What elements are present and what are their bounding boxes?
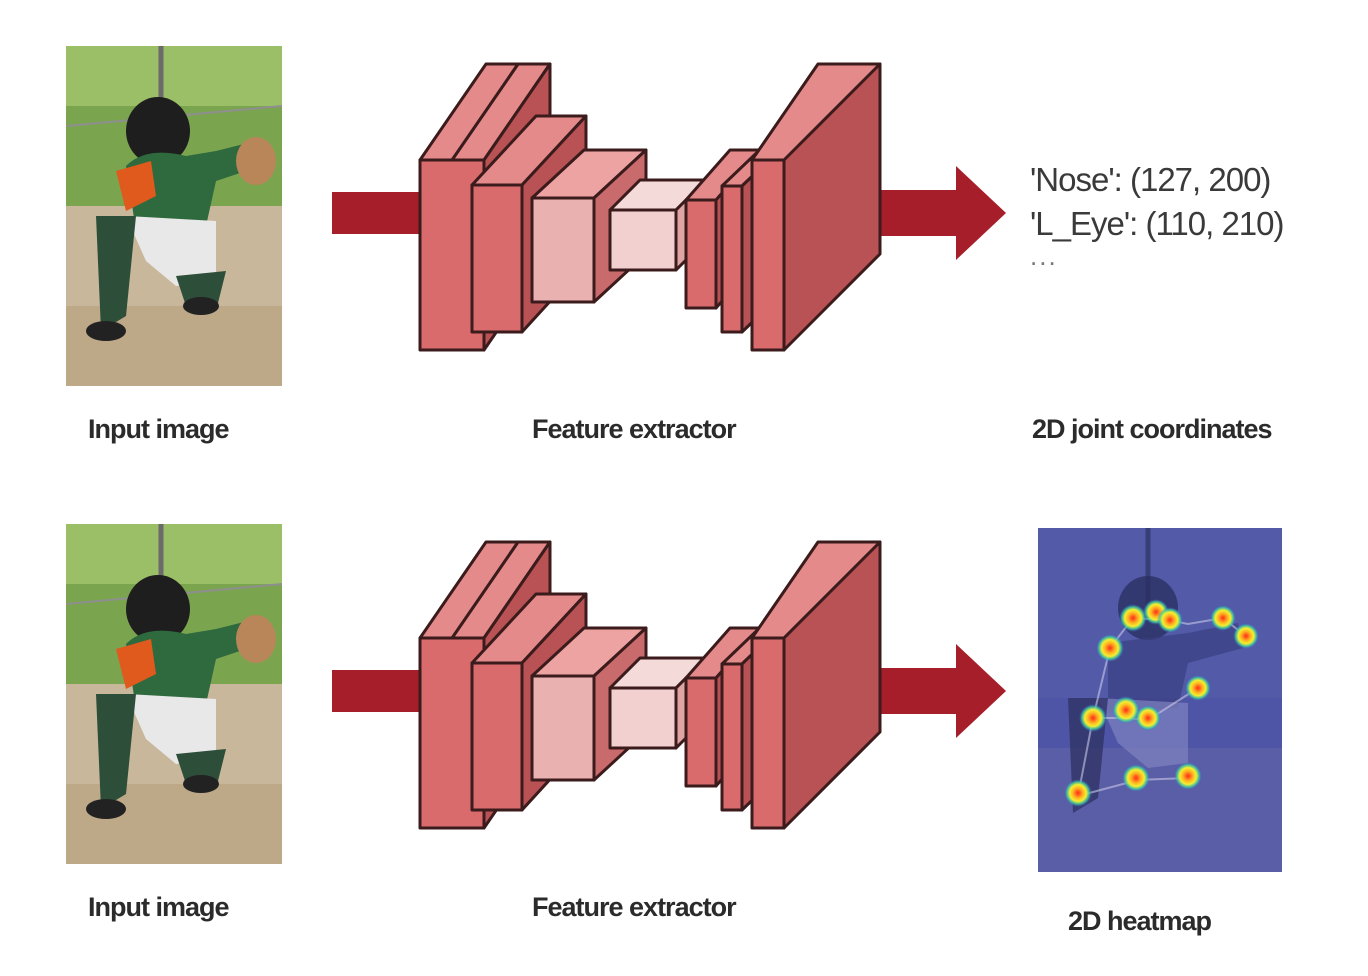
feature-extractor-diagram: [330, 518, 1030, 858]
input-image-label: Input image: [88, 414, 230, 444]
top-pipeline: Input image: [66, 40, 1284, 444]
input-image-label: Input image: [88, 892, 230, 922]
heatmap-image: [1038, 528, 1282, 872]
coord-ellipsis: ...: [1030, 241, 1058, 271]
decoder-block-3: [750, 62, 882, 352]
output-arrow: [878, 644, 1006, 738]
input-arrow: [332, 670, 432, 712]
decoder-block-3: [750, 540, 882, 830]
coord-line-l-eye: 'L_Eye': (110, 210): [1030, 205, 1284, 242]
input-arrow: [332, 192, 432, 234]
input-image-photo: [66, 524, 282, 864]
coord-line-nose: 'Nose': (127, 200): [1030, 161, 1271, 198]
heatmap-label: 2D heatmap: [1068, 906, 1212, 936]
feature-extractor-label: Feature extractor: [532, 414, 737, 444]
input-image-photo: [66, 46, 282, 386]
feature-extractor-diagram: [330, 40, 1030, 380]
feature-extractor-label: Feature extractor: [532, 892, 737, 922]
bottom-pipeline: Input image: [0, 478, 1368, 976]
joint-coordinates-text: 'Nose': (127, 200) 'L_Eye': (110, 210) .…: [1030, 158, 1284, 271]
output-arrow: [878, 166, 1006, 260]
joint-coordinates-label: 2D joint coordinates: [1032, 414, 1273, 444]
bottleneck-block: [608, 656, 708, 750]
